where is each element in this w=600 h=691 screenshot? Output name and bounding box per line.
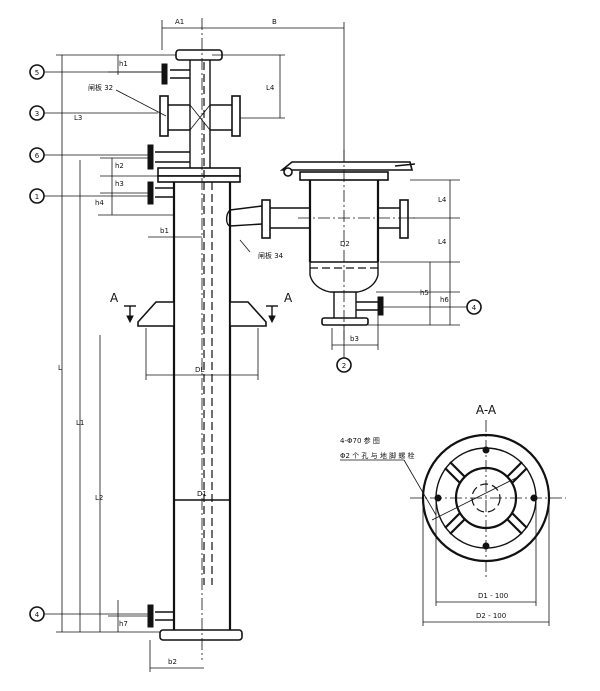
dim-l1: L1 [76, 419, 84, 427]
callouts: 5 3 6 1 4 2 4 [29, 64, 482, 622]
dim-l3: L3 [74, 114, 82, 122]
callout-circle-4-right [466, 299, 482, 315]
section-title: A-A [476, 403, 497, 417]
callout-circle-3 [29, 105, 45, 121]
holes-note-2: Φ2 个 孔 与 地 脚 螺 栓 [340, 451, 415, 460]
section-view-a-a: A-A 4-Φ70 参 图 Φ2 个 孔 与 地 脚 螺 栓 [340, 403, 566, 626]
dim-h1: h1 [119, 60, 128, 68]
main-column [157, 18, 243, 660]
callout-5: 5 [35, 69, 39, 77]
dim-b2: b2 [168, 658, 177, 666]
callout-4-right: 4 [472, 304, 477, 312]
dim-b: B [272, 18, 277, 26]
holes-note-1: 4-Φ70 参 图 [340, 436, 380, 445]
dim-b1: b1 [160, 227, 169, 235]
dim-b3: b3 [350, 335, 359, 343]
callout-2: 2 [342, 362, 346, 370]
right-vessel [279, 150, 418, 340]
callout-circle-6 [29, 147, 45, 163]
dim-h5: h5 [420, 289, 429, 297]
dim-h7: h7 [119, 620, 128, 628]
dim-d2: D2 [340, 240, 350, 248]
connecting-pipe [225, 199, 310, 239]
callout-circle-5 [29, 64, 45, 80]
section-label-left: A [110, 291, 119, 305]
dim-h4: h4 [95, 199, 104, 207]
callout-1: 1 [35, 193, 39, 201]
callout-3: 3 [35, 110, 39, 118]
dim-l4: L4 [438, 196, 447, 204]
callout-circle-2 [336, 357, 352, 373]
dim-h2: h2 [115, 162, 124, 170]
dim-h3: h3 [115, 180, 124, 188]
dim-dl: DL [195, 366, 204, 374]
dim-l2: L2 [95, 494, 103, 502]
callout-leaders [42, 71, 480, 615]
callout-6: 6 [35, 152, 40, 160]
section-cut-markers: A A [110, 291, 293, 324]
support-lugs [137, 301, 267, 327]
dim-h6: h6 [440, 296, 449, 304]
dim-d1-section: D1 - 100 [478, 592, 508, 600]
gate-note: 闸板 32 [88, 83, 113, 92]
callout-4-bottom: 4 [35, 611, 40, 619]
upper-nozzles [147, 63, 241, 628]
dim-l5: L4 [438, 238, 447, 246]
dimension-lines [56, 20, 460, 672]
callout-circle-1 [29, 188, 45, 204]
dim-l: L [58, 364, 62, 372]
callout-circle-4-bottom [29, 606, 45, 622]
valve-note: 闸板 34 [258, 251, 284, 260]
dimension-labels: A1 B L L1 L2 L3 h1 h2 h3 h4 L4 b1 DL D1 … [58, 18, 449, 666]
dim-d2-section: D2 - 100 [476, 612, 506, 620]
notes: 闸板 32 闸板 34 [88, 83, 284, 260]
dim-l4-top: L4 [266, 84, 275, 92]
dim-d1: D1 [197, 490, 207, 498]
section-label-right: A [284, 291, 293, 305]
dim-a1: A1 [175, 18, 184, 26]
